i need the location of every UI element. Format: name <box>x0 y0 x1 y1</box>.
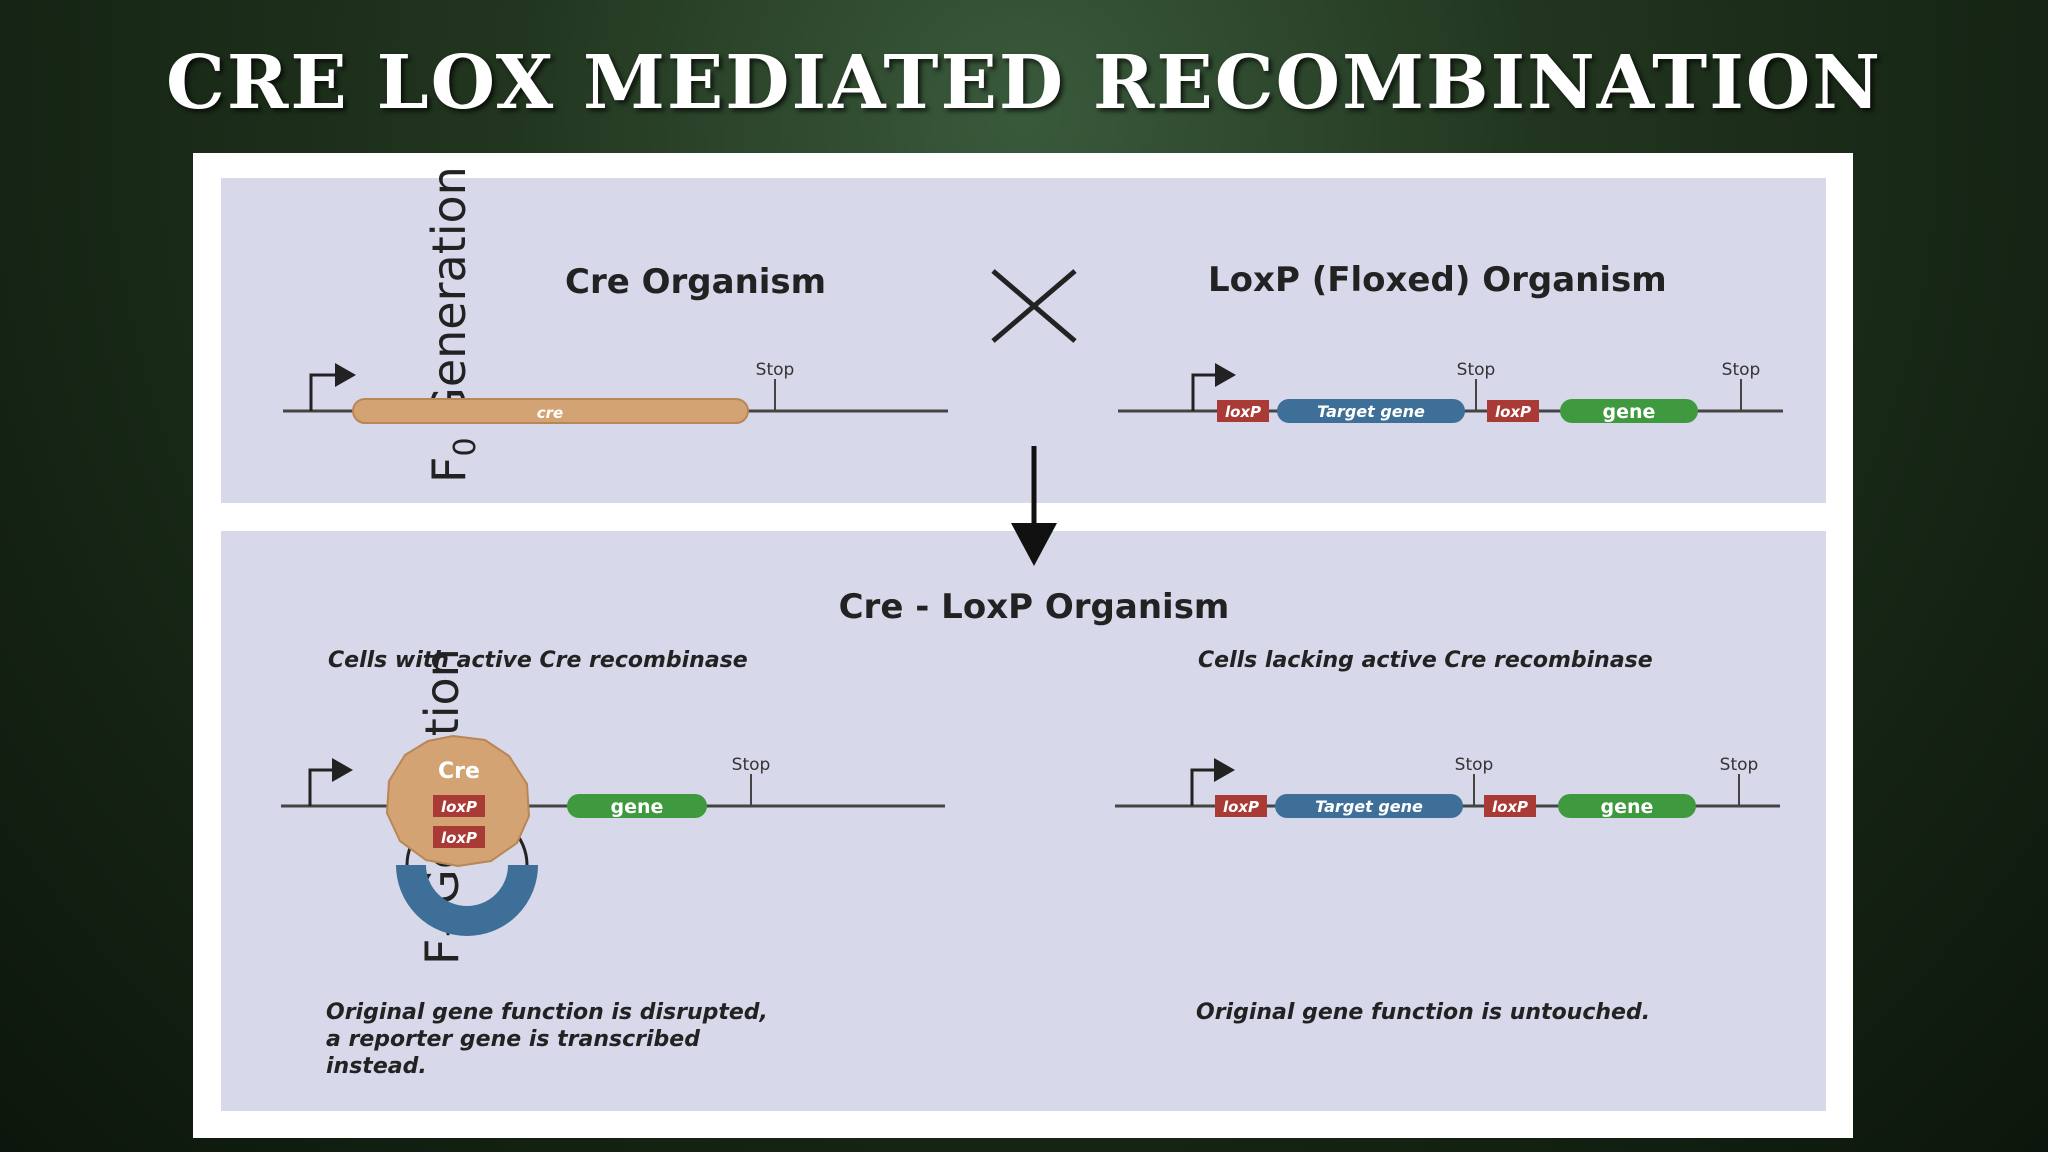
target-gene-label: Target gene <box>1315 797 1423 816</box>
promoter-arrow-icon <box>308 758 353 806</box>
promoter-arrow-icon <box>1191 363 1236 411</box>
promoter-arrow-icon <box>309 363 356 411</box>
disrupted-result-line2: a reporter gene is transcribed <box>326 1027 700 1052</box>
stop-label: Stop <box>1457 360 1496 380</box>
cross-symbol <box>991 269 1077 343</box>
disrupted-result-line3: instead. <box>326 1054 427 1079</box>
lacking-cre-caption: Cells lacking active Cre recombinase <box>1198 648 1653 673</box>
stop-label: Stop <box>1722 360 1761 380</box>
loxp-organism-title: LoxP (Floxed) Organism <box>1208 260 1667 300</box>
gene-bar <box>1558 794 1696 818</box>
stop-label: Stop <box>1455 755 1494 775</box>
loxp-label: loxP <box>1223 798 1259 816</box>
floxed-construct: loxP Target gene loxP gene Stop Stop <box>1118 360 1783 423</box>
figure-frame: F0 Generation Cre Organism LoxP (Floxed)… <box>193 153 1853 1138</box>
excised-target-loop <box>396 864 538 936</box>
reporter-gene-bar <box>567 794 707 818</box>
recombined-construct: Cre loxP loxP gene Stop <box>281 734 945 936</box>
disrupted-result-line1: Original gene function is disrupted, <box>326 1000 768 1025</box>
gene-label: gene <box>611 796 664 818</box>
loxp-label: loxP <box>441 829 477 847</box>
untouched-construct: loxP Target gene loxP gene Stop Stop <box>1115 755 1780 818</box>
target-gene-label: Target gene <box>1317 402 1425 421</box>
loxp-label: loxP <box>1492 798 1528 816</box>
loxp-site <box>1484 795 1536 817</box>
cre-gene-label: cre <box>537 404 563 422</box>
cre-organism-title: Cre Organism <box>565 262 826 302</box>
cre-gene-bar <box>352 398 749 424</box>
loxp-label: loxP <box>1495 403 1531 421</box>
slide-title: CRE LOX MEDIATED RECOMBINATION <box>166 40 1882 126</box>
target-gene-bar <box>1277 399 1465 423</box>
loxp-site <box>1215 795 1267 817</box>
stop-label: Stop <box>1720 755 1759 775</box>
untouched-result: Original gene function is untouched. <box>1196 1000 1650 1025</box>
loxp-site <box>433 826 485 848</box>
loxp-site <box>433 795 485 817</box>
cre-protein-label: Cre <box>438 759 480 784</box>
stop-label: Stop <box>732 755 771 775</box>
stop-label: Stop <box>756 360 795 380</box>
gene-bar <box>1560 399 1698 423</box>
gene-label: gene <box>1603 401 1656 423</box>
loxp-label: loxP <box>441 798 477 816</box>
active-cre-caption: Cells with active Cre recombinase <box>328 648 748 673</box>
down-arrow-icon <box>1011 446 1057 566</box>
gene-label: gene <box>1601 796 1654 818</box>
loxp-label: loxP <box>1225 403 1261 421</box>
cre-lox-diagram: F0 Generation Cre Organism LoxP (Floxed)… <box>221 166 1826 1111</box>
loxp-site <box>1217 400 1269 422</box>
cre-loxp-organism-title: Cre - LoxP Organism <box>839 587 1230 627</box>
target-gene-bar <box>1275 794 1463 818</box>
cre-construct: cre Stop <box>283 360 948 424</box>
f0-generation-label: F0 Generation <box>422 166 483 483</box>
f0-panel <box>221 178 1826 503</box>
loxp-site <box>1487 400 1539 422</box>
promoter-arrow-icon <box>1190 758 1235 806</box>
